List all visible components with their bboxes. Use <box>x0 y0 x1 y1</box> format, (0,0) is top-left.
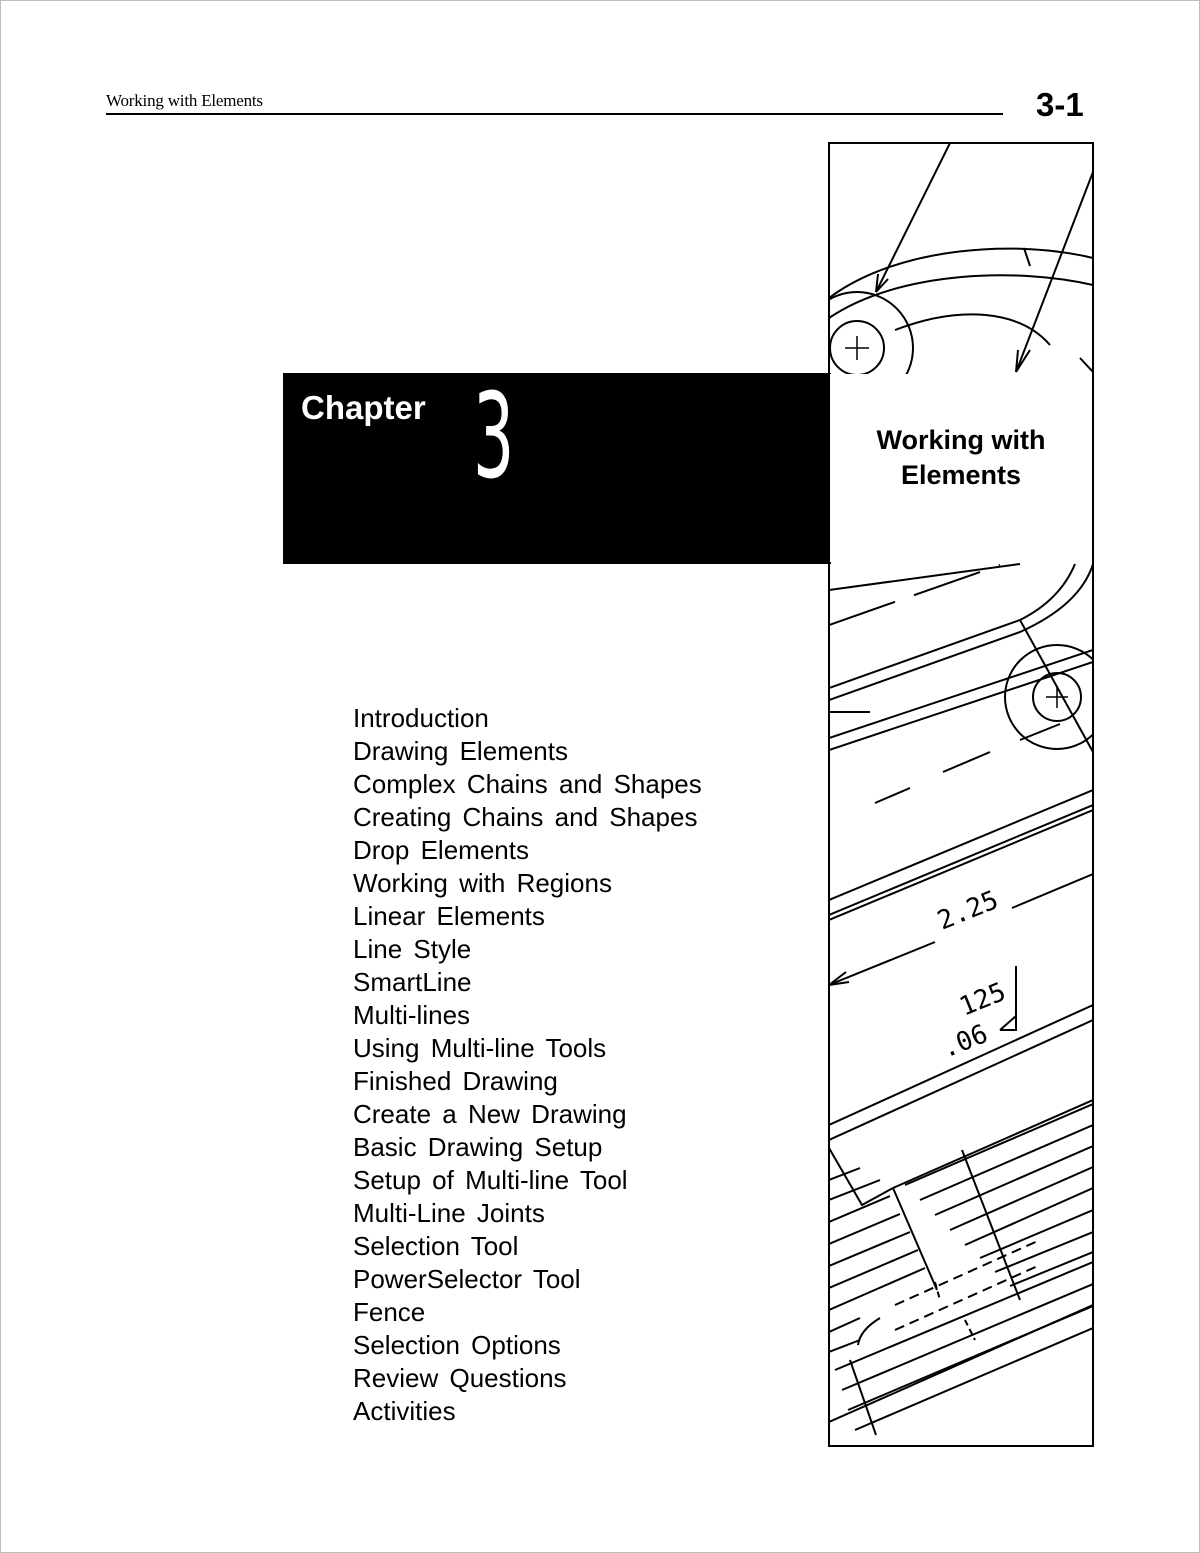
header-rule <box>106 113 1003 115</box>
dimension-labels: 2.25 125 .06 <box>933 885 1010 1064</box>
toc-item: SmartLine <box>353 967 472 997</box>
toc-item: PowerSelector Tool <box>353 1264 581 1294</box>
toc-item: Drop Elements <box>353 835 529 865</box>
chapter-heading-block: Chapter 3 <box>283 373 831 564</box>
page-number: 3-1 <box>1036 86 1084 123</box>
dimension-label-main: 2.25 <box>933 885 1002 936</box>
chapter-number: 3 <box>473 367 515 505</box>
dimension-label-small-1: 125 <box>955 977 1010 1022</box>
toc-item: Drawing Elements <box>353 736 568 766</box>
drawing-frame <box>828 142 1094 1447</box>
toc-item: Multi-Line Joints <box>353 1198 545 1228</box>
toc-item: Introduction <box>353 703 489 733</box>
toc-item: Linear Elements <box>353 901 545 931</box>
chapter-title: Working with Elements <box>877 423 1046 493</box>
toc-item: Multi-lines <box>353 1000 471 1030</box>
chapter-title-line-1: Working with <box>876 425 1046 455</box>
technical-drawing-illustration: 2.25 125 .06 <box>828 142 1094 1447</box>
chapter-title-box: Working with Elements <box>830 374 1092 562</box>
toc-item: Selection Tool <box>353 1231 519 1261</box>
chapter-label: Chapter <box>301 389 426 426</box>
running-header-title: Working with Elements <box>106 91 263 110</box>
toc-item: Selection Options <box>353 1330 561 1360</box>
toc-item: Review Questions <box>353 1363 567 1393</box>
toc-item: Activities <box>353 1396 456 1426</box>
drawing-linework <box>829 143 1093 1436</box>
toc-item: Complex Chains and Shapes <box>353 769 702 799</box>
toc-item: Basic Drawing Setup <box>353 1132 603 1162</box>
toc-item: Create a New Drawing <box>353 1099 627 1129</box>
toc-item: Using Multi-line Tools <box>353 1033 607 1063</box>
toc-item: Fence <box>353 1297 426 1327</box>
toc-item: Setup of Multi-line Tool <box>353 1165 628 1195</box>
toc-item: Line Style <box>353 934 472 964</box>
chapter-title-line-2: Elements <box>900 460 1022 490</box>
toc-item: Creating Chains and Shapes <box>353 802 698 832</box>
dimension-label-small-2: .06 <box>937 1019 992 1064</box>
chapter-contents-list: Introduction Drawing Elements Complex Ch… <box>353 702 702 1428</box>
toc-item: Working with Regions <box>353 868 612 898</box>
toc-item: Finished Drawing <box>353 1066 558 1096</box>
